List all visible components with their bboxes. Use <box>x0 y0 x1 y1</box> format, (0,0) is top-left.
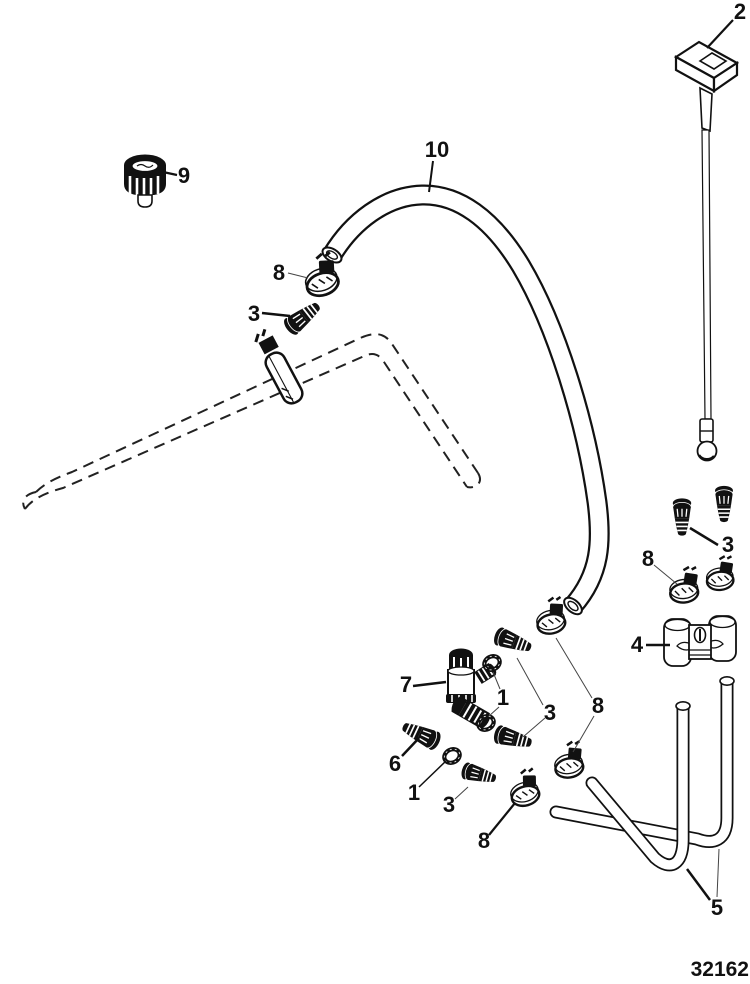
leader-1-low <box>418 759 448 788</box>
callout-3-mid: 3 <box>544 700 556 725</box>
leader-8-mid-b <box>572 715 595 753</box>
leader-7 <box>412 680 447 688</box>
part-4-hose-bracket <box>663 615 737 667</box>
part-10-hose <box>321 184 610 616</box>
part-3-plug-right-2 <box>714 485 734 523</box>
part-8-clamp-right-2 <box>703 551 739 593</box>
leader-1-mid-a <box>492 671 501 690</box>
part-8-clamp-tube-right <box>503 763 547 811</box>
leader-8-low <box>488 802 516 836</box>
callout-6: 6 <box>389 751 401 776</box>
callout-4: 4 <box>631 632 644 657</box>
part-6-fitting <box>398 716 444 753</box>
leader-5-b <box>716 848 720 898</box>
leader-3-mid-b <box>522 717 546 738</box>
part-3-plug-right-1 <box>671 497 693 537</box>
leader-5-a <box>685 868 712 901</box>
callout-8-low: 8 <box>478 828 490 853</box>
callout-10: 10 <box>425 137 449 162</box>
part-2-dipstick <box>673 40 740 462</box>
drawing-number: 32162 <box>691 958 749 981</box>
leader-3-top <box>261 311 291 318</box>
callout-3-top: 3 <box>248 301 260 326</box>
callout-1-mid: 1 <box>497 685 509 710</box>
part-8-clamp-right-1 <box>666 562 704 606</box>
hose-open-end-right <box>563 596 583 616</box>
callout-1-low: 1 <box>408 780 420 805</box>
leader-3-mid-a <box>516 657 544 706</box>
leader-3-right <box>689 526 719 547</box>
clamp-on-reference-hose <box>254 328 304 405</box>
hose-open-end-left <box>321 246 343 264</box>
part-3-fitting-upper <box>491 625 535 658</box>
tube-right-opening <box>719 675 735 686</box>
leader-lines <box>162 19 734 901</box>
part-8-clamp-tube-left <box>549 736 590 782</box>
tube-left-opening <box>675 700 691 711</box>
leader-8-mid-a <box>555 637 593 699</box>
leader-6 <box>401 737 420 757</box>
callout-9: 9 <box>178 163 190 188</box>
part-3-fitting-mid <box>491 723 535 754</box>
leader-8-top <box>287 272 309 279</box>
callout-8-mid: 8 <box>592 693 604 718</box>
part-9-filler-cap <box>124 154 166 208</box>
callout-8-right: 8 <box>642 546 654 571</box>
callout-3-right: 3 <box>722 532 734 557</box>
part-5-tube-right <box>549 675 735 848</box>
reference-hose-dashed <box>22 333 481 510</box>
callout-7: 7 <box>400 672 412 697</box>
callout-8-top: 8 <box>273 260 285 285</box>
leader-9 <box>162 170 178 177</box>
leader-2 <box>706 19 734 49</box>
part-3-elbow-top <box>280 296 326 339</box>
callout-5: 5 <box>711 895 723 920</box>
leader-1-mid-b <box>488 706 500 717</box>
leader-10 <box>428 160 434 193</box>
callout-2: 2 <box>734 0 746 24</box>
callout-3-low: 3 <box>443 792 455 817</box>
part-1-oring-upper <box>482 654 502 673</box>
part-3-fitting-low <box>459 760 499 788</box>
part-5-tube-left <box>585 700 691 872</box>
leader-8-right <box>653 564 678 585</box>
leader-3-low <box>454 786 469 800</box>
